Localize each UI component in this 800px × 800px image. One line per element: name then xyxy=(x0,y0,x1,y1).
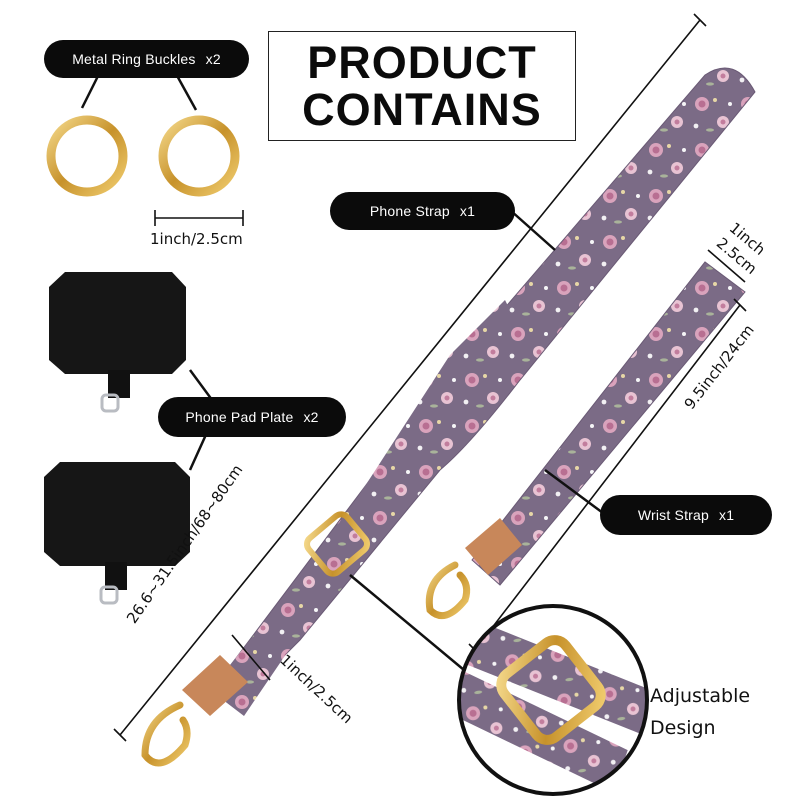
title-line-1: PRODUCT xyxy=(307,37,537,88)
zoom-detail xyxy=(457,604,649,796)
phone-strap-swivel-clasp xyxy=(141,701,191,767)
feature-text: Adjustable Design xyxy=(650,680,750,744)
wrist-strap-swivel-clasp xyxy=(425,561,471,620)
callout-pad-plate-label: Phone Pad Plate xyxy=(185,409,294,425)
callout-phone-strap-label: Phone Strap xyxy=(369,203,450,219)
feature-text-line2: Design xyxy=(650,717,716,739)
callout-ring-buckles-label: Metal Ring Buckles xyxy=(72,51,196,67)
title-box: PRODUCT CONTAINS xyxy=(268,31,576,141)
phone-strap xyxy=(210,67,756,716)
dimension-ring: 1inch/2.5cm xyxy=(150,230,243,248)
feature-text-line1: Adjustable xyxy=(650,685,751,707)
callout-pad-plate: Phone Pad Plate x2 xyxy=(158,397,346,437)
callout-wrist-strap-label: Wrist Strap xyxy=(637,507,709,523)
title-line-2: CONTAINS xyxy=(302,84,542,135)
callout-phone-strap-qty: x1 xyxy=(459,203,476,219)
callout-pad-plate-qty: x2 xyxy=(303,409,319,425)
callout-phone-strap: Phone Strap x1 xyxy=(330,192,515,230)
callout-ring-buckles: Metal Ring Buckles x2 xyxy=(44,40,249,78)
ring-buckle-right xyxy=(158,115,240,197)
callout-pointers xyxy=(80,71,604,676)
callout-wrist-strap: Wrist Strap x1 xyxy=(600,495,772,535)
phone-strap-leather-tab xyxy=(182,655,248,716)
pad-plate-bottom xyxy=(44,462,190,605)
wrist-strap-band xyxy=(471,261,746,586)
wrist-strap-leather-tab xyxy=(465,518,522,575)
slide-adjuster-buckle xyxy=(303,511,371,577)
wrist-strap xyxy=(425,261,746,620)
phone-strap-lower-band xyxy=(210,300,520,716)
callout-ring-buckles-qty: x2 xyxy=(205,51,221,67)
ring-buckle-left xyxy=(46,115,128,197)
callout-wrist-strap-qty: x1 xyxy=(719,507,735,523)
pad-plate-top xyxy=(49,272,186,413)
